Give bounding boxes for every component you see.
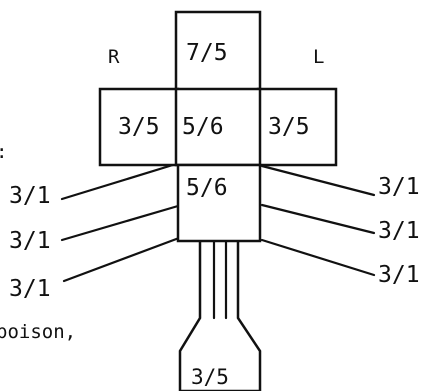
leg-right-2 bbox=[60, 204, 180, 242]
leg-left-3 bbox=[260, 238, 376, 277]
leg-right-1-value: 3/1 bbox=[9, 183, 51, 209]
leg-right-3-value: 3/1 bbox=[9, 276, 51, 302]
center-value: 5/6 bbox=[182, 114, 224, 140]
leg-left-1-value: 3/1 bbox=[378, 174, 420, 200]
lower-body-value: 5/6 bbox=[186, 175, 228, 201]
lower-body-box bbox=[176, 163, 262, 243]
legs-right-group bbox=[60, 162, 181, 283]
arm-left-box bbox=[256, 87, 338, 167]
leg-left-2-value: 3/1 bbox=[378, 218, 420, 244]
head-box bbox=[174, 10, 262, 92]
arm-left-value: 3/5 bbox=[268, 114, 310, 140]
arm-right-box bbox=[98, 87, 180, 167]
leg-right-1 bbox=[60, 162, 178, 201]
leg-left-2 bbox=[260, 203, 376, 235]
leg-right-2-value: 3/1 bbox=[9, 228, 51, 254]
legs-left-group bbox=[260, 164, 376, 277]
side-label-left: L bbox=[313, 46, 324, 68]
cropped-colon-mark: : bbox=[0, 141, 7, 163]
cropped-text-fragment: poison, bbox=[0, 321, 76, 343]
tail-stem bbox=[178, 241, 262, 391]
leg-right-3 bbox=[62, 236, 181, 283]
arm-right-value: 3/5 bbox=[118, 114, 160, 140]
leg-left-3-value: 3/1 bbox=[378, 262, 420, 288]
tail-value: 3/5 bbox=[191, 365, 229, 389]
leg-left-1 bbox=[260, 164, 376, 197]
side-label-right: R bbox=[108, 46, 120, 68]
head-value: 7/5 bbox=[186, 40, 228, 66]
